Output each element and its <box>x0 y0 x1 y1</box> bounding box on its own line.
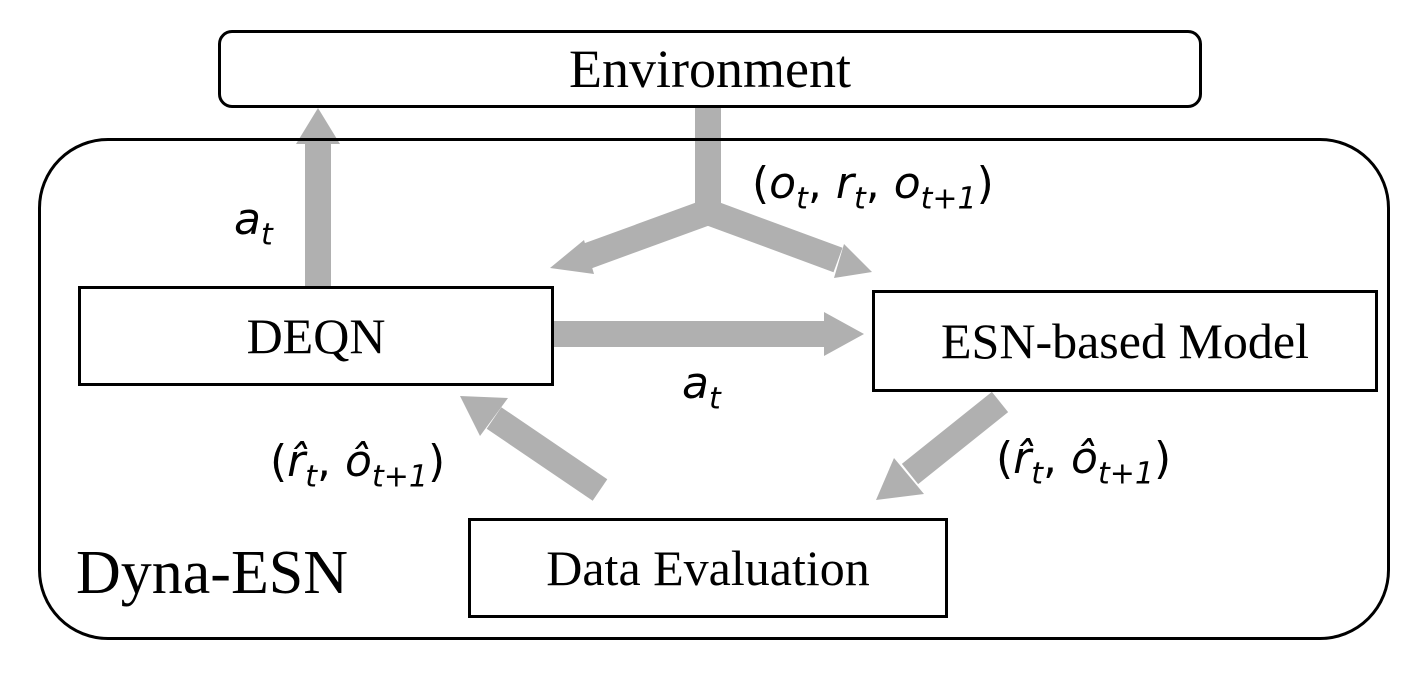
evaluation-to-deqn-shaft <box>486 407 608 501</box>
split-arrow-left-head <box>550 240 594 274</box>
action-subscript: t <box>260 217 273 253</box>
close-paren: ) <box>976 158 994 209</box>
environment-box: Environment <box>218 30 1202 108</box>
deqn-to-model-head <box>824 312 864 356</box>
reward-symbol: r <box>835 158 854 209</box>
pred-reward-subscript: t <box>305 459 318 495</box>
deqn-box: DEQN <box>78 286 554 386</box>
prediction-label-left: (r̂t, ôt+1) <box>270 440 445 493</box>
esn-model-box: ESN-based Model <box>872 290 1378 392</box>
action-symbol: a <box>234 194 261 245</box>
data-evaluation-label: Data Evaluation <box>546 540 870 596</box>
comma: , <box>807 158 836 209</box>
dyna-esn-container <box>38 138 1390 640</box>
next-obs-subscript: t+1 <box>920 181 977 217</box>
close-paren: ) <box>427 436 446 487</box>
action-symbol: a <box>682 358 709 409</box>
action-subscript: t <box>708 381 721 417</box>
comma: , <box>1043 433 1072 484</box>
action-label-upper: at <box>234 198 273 251</box>
next-obs-symbol: o <box>893 158 921 209</box>
pred-obs-symbol: ô <box>1071 433 1098 484</box>
prediction-label-right: (r̂t, ôt+1) <box>996 437 1171 490</box>
pred-obs-subscript: t+1 <box>371 459 428 495</box>
container-label: Dyna-ESN <box>76 539 349 607</box>
environment-label: Environment <box>569 39 851 99</box>
deqn-to-environment-head <box>296 108 340 144</box>
obs-symbol: o <box>769 158 797 209</box>
model-to-evaluation-shaft <box>901 391 1009 485</box>
open-paren: ( <box>270 436 288 487</box>
close-paren: ) <box>1153 433 1172 484</box>
arrows <box>296 106 1009 501</box>
split-arrow-right-shaft <box>703 199 843 273</box>
obs-subscript: t <box>796 181 808 217</box>
data-evaluation-box: Data Evaluation <box>468 518 948 618</box>
comma: , <box>865 158 894 209</box>
evaluation-to-deqn-head <box>460 396 508 436</box>
pred-reward-symbol: r̂ <box>1013 433 1032 484</box>
open-paren: ( <box>752 158 770 209</box>
open-paren: ( <box>996 433 1014 484</box>
split-arrow-left-shaft <box>577 199 713 271</box>
pred-reward-subscript: t <box>1031 456 1044 492</box>
esn-model-label: ESN-based Model <box>941 313 1309 369</box>
transition-label: (ot, rt, ot+1) <box>752 162 994 215</box>
pred-reward-symbol: r̂ <box>287 436 306 487</box>
pred-obs-symbol: ô <box>345 436 372 487</box>
deqn-label: DEQN <box>246 308 386 364</box>
model-to-evaluation-head <box>876 458 924 500</box>
action-label-middle: at <box>682 362 721 415</box>
reward-subscript: t <box>853 181 866 217</box>
comma: , <box>317 436 346 487</box>
pred-obs-subscript: t+1 <box>1097 456 1154 492</box>
split-arrow-right-head <box>834 244 872 278</box>
